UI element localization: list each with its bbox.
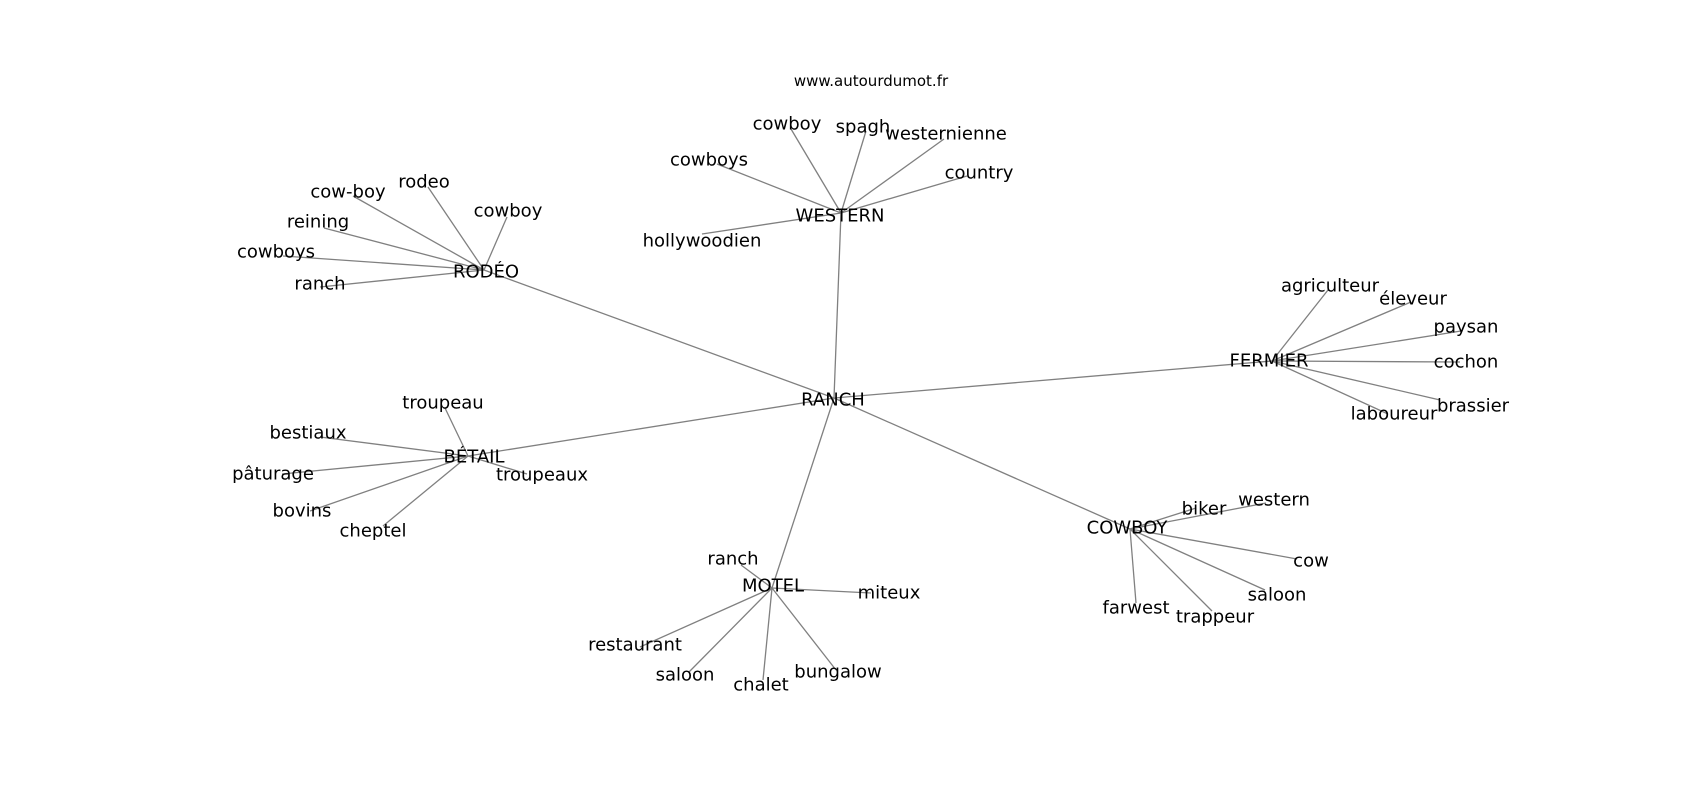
node-word-motel-bungalow[interactable]: bungalow xyxy=(794,662,881,683)
node-word-betail-cheptel[interactable]: cheptel xyxy=(340,521,407,542)
edge-cowboy-biker xyxy=(1129,507,1197,530)
edge-motel-ranch xyxy=(740,564,773,589)
node-word-western-country[interactable]: country xyxy=(945,163,1014,184)
site-url: www.autourdumot.fr xyxy=(793,72,949,90)
edge-motel-saloon xyxy=(688,587,773,673)
edge-motel-miteux xyxy=(771,587,872,594)
node-hub-western[interactable]: WESTERN xyxy=(796,206,885,227)
node-word-motel-saloon[interactable]: saloon xyxy=(656,665,715,686)
edge-betail-paturage xyxy=(281,455,469,475)
node-word-cowboy-western[interactable]: western xyxy=(1238,490,1310,511)
edge-cowboy-trappeur xyxy=(1129,528,1213,612)
edge-western-country xyxy=(840,175,968,214)
node-word-cowboy-saloon[interactable]: saloon xyxy=(1248,585,1307,606)
node-word-betail-paturage[interactable]: pâturage xyxy=(232,464,314,485)
node-word-motel-restaurant[interactable]: restaurant xyxy=(588,635,682,656)
node-word-motel-ranch[interactable]: ranch xyxy=(707,549,758,570)
edge-cowboy-western xyxy=(1129,502,1267,530)
edge-cowboy-cow xyxy=(1129,528,1298,560)
edge-rodeo-cow-boy xyxy=(352,195,485,271)
edge-motel-chalet xyxy=(762,587,773,681)
edge-western-cowboys xyxy=(716,163,842,214)
edge-cowboy-saloon xyxy=(1129,528,1266,591)
edge-fermier-laboureur xyxy=(1271,360,1389,415)
edge-betail-troupeaux xyxy=(467,455,528,475)
node-word-fermier-cochon[interactable]: cochon xyxy=(1434,352,1499,373)
node-hub-betail[interactable]: BÉTAIL xyxy=(444,446,505,468)
node-word-western-cowboys[interactable]: cowboys xyxy=(670,150,748,171)
edge-rodeo-ranch xyxy=(319,269,485,288)
node-word-betail-bestiaux[interactable]: bestiaux xyxy=(269,423,346,444)
node-word-motel-chalet[interactable]: chalet xyxy=(733,675,788,696)
node-word-western-spagh[interactable]: spagh xyxy=(836,117,891,138)
node-word-fermier-brassier[interactable]: brassier xyxy=(1437,396,1510,417)
edge-rodeo-cowboy xyxy=(483,216,508,271)
edge-ranch-cowboy xyxy=(833,397,1131,530)
node-word-rodeo-reining[interactable]: reining xyxy=(287,212,349,233)
node-word-western-cowboy[interactable]: cowboy xyxy=(753,114,822,135)
edge-western-hollywoodien xyxy=(701,212,842,235)
node-word-motel-miteux[interactable]: miteux xyxy=(858,583,921,604)
node-center-ranch[interactable]: RANCH xyxy=(801,390,865,411)
edge-betail-bestiaux xyxy=(319,436,469,457)
edge-western-westernienne xyxy=(840,138,945,214)
node-word-western-westernienne[interactable]: westernienne xyxy=(885,124,1007,145)
edge-rodeo-cowboys xyxy=(282,255,485,271)
edge-ranch-motel xyxy=(771,397,835,589)
graph-edges xyxy=(281,128,1462,681)
node-hub-cowboy[interactable]: COWBOY xyxy=(1087,518,1169,539)
edge-rodeo-rodeo xyxy=(427,186,485,271)
edge-ranch-western xyxy=(833,212,842,399)
edge-fermier-brassier xyxy=(1271,360,1441,401)
node-word-cowboy-cow[interactable]: cow xyxy=(1293,551,1329,572)
node-word-betail-bovins[interactable]: bovins xyxy=(273,501,332,522)
edge-western-cowboy xyxy=(790,128,842,214)
edge-fermier-paysan xyxy=(1271,330,1462,362)
edge-motel-bungalow xyxy=(771,587,837,671)
node-hub-motel[interactable]: MOTEL xyxy=(742,576,804,597)
edge-motel-restaurant xyxy=(639,587,773,648)
node-word-fermier-eleveur[interactable]: éleveur xyxy=(1379,289,1447,310)
node-word-fermier-agriculteur[interactable]: agriculteur xyxy=(1281,276,1380,297)
node-word-fermier-laboureur[interactable]: laboureur xyxy=(1351,404,1438,425)
edge-fermier-eleveur xyxy=(1271,301,1412,362)
node-word-western-hollywoodien[interactable]: hollywoodien xyxy=(643,231,762,252)
node-word-betail-troupeaux[interactable]: troupeaux xyxy=(496,465,588,486)
node-word-rodeo-ranch[interactable]: ranch xyxy=(294,274,345,295)
node-word-fermier-paysan[interactable]: paysan xyxy=(1434,317,1499,338)
node-hub-rodeo[interactable]: RODÉO xyxy=(453,261,519,283)
edge-rodeo-reining xyxy=(323,227,485,271)
edge-betail-cheptel xyxy=(382,455,469,527)
node-word-cowboy-biker[interactable]: biker xyxy=(1182,499,1227,520)
node-word-rodeo-cow-boy[interactable]: cow-boy xyxy=(310,182,386,203)
node-word-cowboy-trappeur[interactable]: trappeur xyxy=(1176,607,1255,628)
edge-betail-troupeau xyxy=(444,407,469,457)
edge-fermier-agriculteur xyxy=(1271,289,1329,362)
edge-ranch-rodeo xyxy=(483,269,835,399)
edge-ranch-betail xyxy=(467,397,835,457)
node-word-rodeo-cowboys[interactable]: cowboys xyxy=(237,242,315,263)
edge-ranch-fermier xyxy=(833,360,1273,399)
edge-fermier-cochon xyxy=(1271,360,1461,363)
edge-western-spagh xyxy=(840,130,867,214)
node-word-rodeo-rodeo[interactable]: rodeo xyxy=(398,172,450,193)
node-word-cowboy-farwest[interactable]: farwest xyxy=(1103,598,1170,619)
edge-cowboy-farwest xyxy=(1129,528,1137,604)
node-hub-fermier[interactable]: FERMIER xyxy=(1230,351,1309,372)
node-word-rodeo-cowboy[interactable]: cowboy xyxy=(474,201,543,222)
edge-betail-bovins xyxy=(309,455,469,512)
node-word-betail-troupeau[interactable]: troupeau xyxy=(402,393,483,414)
